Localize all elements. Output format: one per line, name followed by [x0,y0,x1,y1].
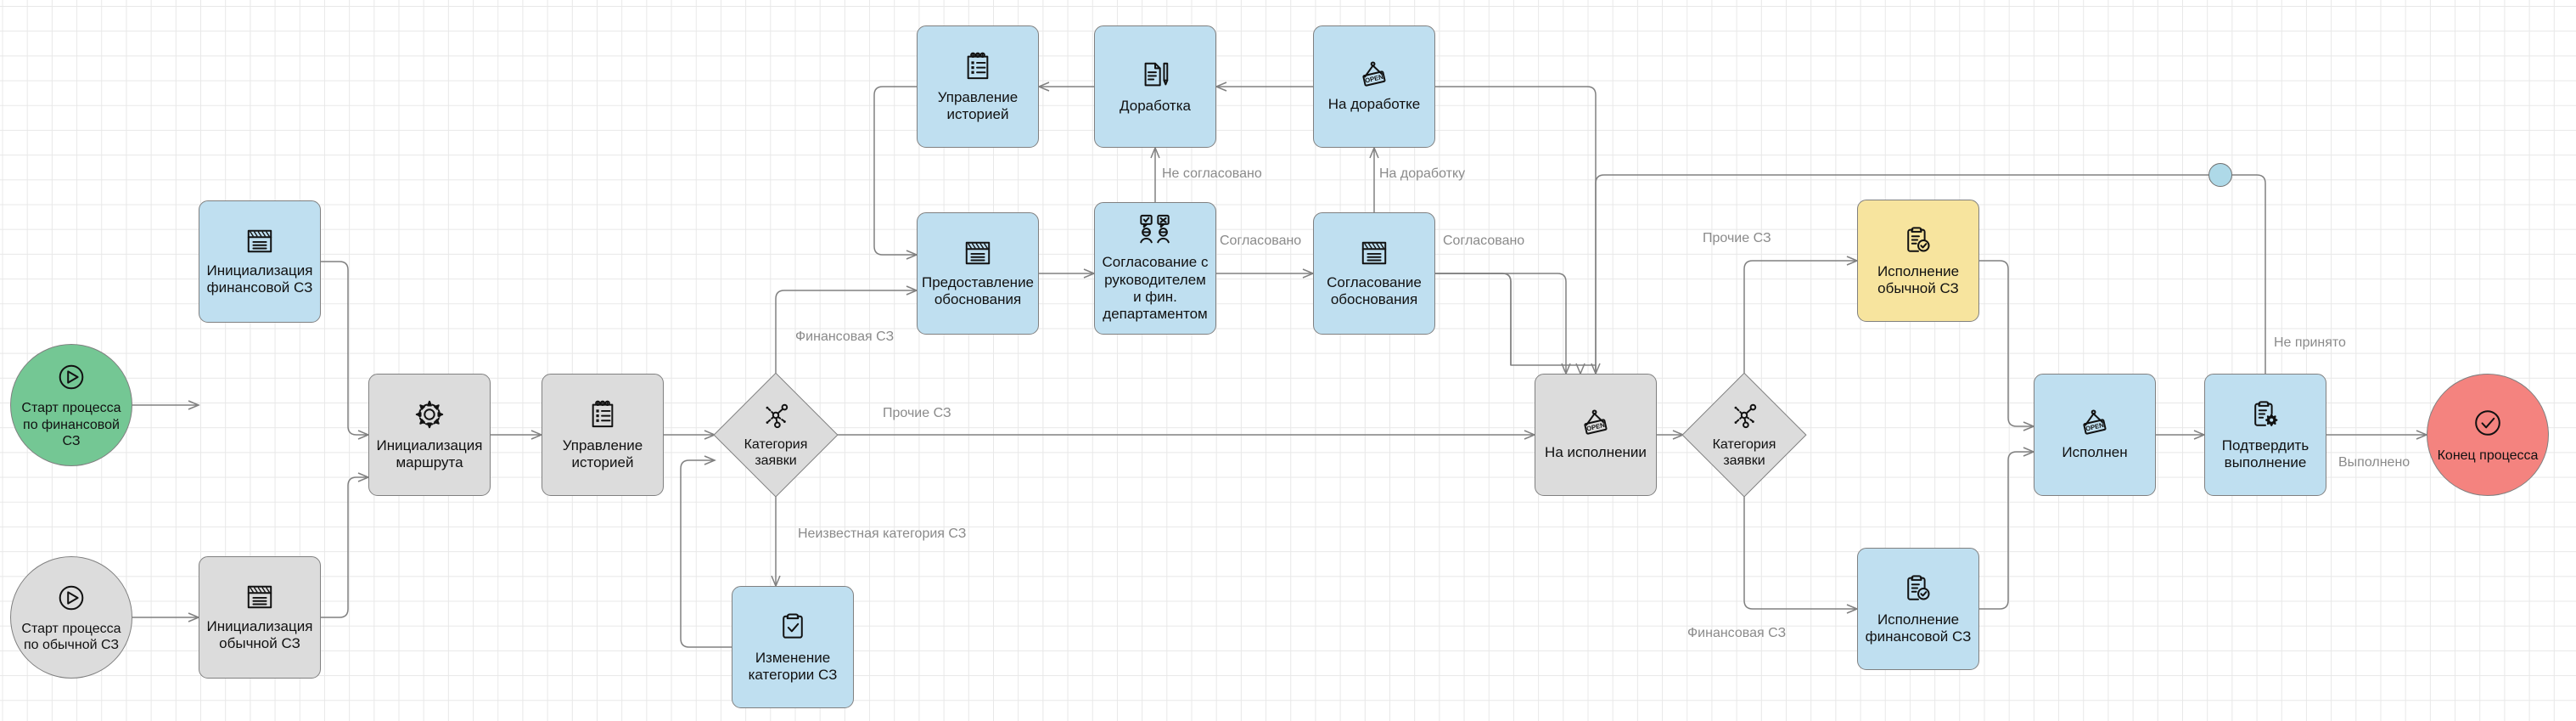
node-content-approve_head: Согласование с руководителем и фин. депа… [1097,213,1214,324]
edge-label-lbl_approved_1: Согласовано [1220,234,1302,248]
node-gw_category_2[interactable]: Категория заявки [1681,372,1807,498]
node-label-init_route: Инициализация маршрута [376,437,483,471]
node-exec_normal[interactable]: Исполнение обычной СЗ [1857,200,1979,322]
node-label-end_process: Конец процесса [2437,448,2539,463]
node-content-init_fin: Инициализация финансовой СЗ [202,227,318,297]
doc-pen-icon [1139,59,1171,95]
node-label-exec_normal: Исполнение обычной СЗ [1877,262,1960,297]
edge-label-lbl_not_accepted: Не принято [2274,335,2346,350]
node-content-provide_just: Предоставление обоснования [917,239,1039,309]
node-content-rework: Доработка [1114,59,1196,115]
clipboard-check-icon [778,611,807,647]
node-init_normal[interactable]: Инициализация обычной СЗ [199,556,321,679]
node-history_mid[interactable]: Управление историей [542,374,664,496]
node-label-start_normal: Старт процесса по обычной СЗ [21,621,121,653]
node-content-confirm_exec: Подтвердить выполнение [2217,398,2314,472]
node-content-end_process: Конец процесса [2434,406,2542,463]
node-label-start_fin: Старт процесса по финансовой СЗ [21,401,121,448]
edge-label-lbl_fin_sz_1: Финансовая СЗ [795,330,895,344]
node-start_fin[interactable]: Старт процесса по финансовой СЗ [10,344,132,466]
node-provide_just[interactable]: Предоставление обоснования [917,212,1039,335]
edge-label-lbl_to_rework: На доработку [1379,166,1466,181]
gear-icon [413,398,446,435]
node-label-rework: Доработка [1120,97,1191,114]
node-content-history_top: Управление историей [933,50,1024,124]
clipboard-gear-icon [2249,398,2281,435]
node-history_top[interactable]: Управление историей [917,25,1039,148]
node-label-gw_category_2: Категория заявки [1712,437,1776,469]
node-label-approve_just: Согласование обоснования [1327,273,1422,308]
edge-label-lbl_done: Выполнено [2338,455,2410,470]
node-init_fin[interactable]: Инициализация финансовой СЗ [199,200,321,323]
open-sign-icon: OPEN [1579,408,1613,442]
node-init_route[interactable]: Инициализация маршрута [368,374,491,496]
node-label-in_execution: На исполнении [1545,443,1647,460]
node-content-approve_just: Согласование обоснования [1322,239,1427,309]
open-sign-icon: OPEN [1357,60,1391,93]
node-content-gw_category_1: Категория заявки [715,374,837,496]
node-label-approve_head: Согласование с руководителем и фин. депа… [1102,254,1209,323]
open-sign-icon: OPEN [2078,408,2112,442]
node-content-start_fin: Старт процесса по финансовой СЗ [18,361,124,449]
node-content-exec_normal: Исполнение обычной СЗ [1872,224,1964,298]
edge-label-lbl_unknown_cat: Неизвестная категория СЗ [798,527,967,541]
node-label-change_category: Изменение категории СЗ [748,649,838,684]
node-label-provide_just: Предоставление обоснования [921,273,1035,308]
window-list-icon [962,239,994,272]
network-icon [760,401,792,434]
play-circle-icon [55,361,87,397]
window-list-icon [244,583,276,616]
node-content-start_normal: Старт процесса по обычной СЗ [18,582,124,654]
connector-dot-dot_not_accepted[interactable] [2208,163,2232,187]
node-label-executed: Исполнен [2062,443,2128,460]
node-end_process[interactable]: Конец процесса [2427,374,2549,496]
node-content-change_category: Изменение категории СЗ [744,611,843,684]
node-label-history_mid: Управление историей [562,437,643,471]
node-approve_just[interactable]: Согласование обоснования [1313,212,1435,335]
edge-label-lbl_other_sz_1: Прочие СЗ [883,406,951,420]
node-label-init_fin: Инициализация финансовой СЗ [206,262,313,296]
node-content-on_rework: OPEN На доработке [1323,60,1425,114]
node-label-exec_fin: Исполнение финансовой СЗ [1865,611,1972,645]
node-label-init_normal: Инициализация обычной СЗ [206,617,313,652]
node-on_rework[interactable]: OPEN На доработке [1313,25,1435,148]
node-content-exec_fin: Исполнение финансовой СЗ [1860,572,1977,646]
notepad-list-icon [588,398,617,435]
notepad-list-icon [963,50,992,87]
node-gw_category_1[interactable]: Категория заявки [713,372,839,498]
edge-label-lbl_not_approved: Не согласовано [1162,166,1262,181]
edge-label-lbl_approved_2: Согласовано [1443,234,1525,248]
edge-label-lbl_other_sz_2: Прочие СЗ [1703,231,1771,245]
check-circle-icon [2471,406,2505,444]
clipboard-doc-check-icon [1902,572,1934,609]
node-label-history_top: Управление историей [937,88,1019,123]
window-list-icon [1358,239,1390,272]
clipboard-doc-check-icon [1902,224,1934,261]
play-circle-icon [55,582,87,618]
node-label-gw_category_1: Категория заявки [744,437,808,469]
node-label-on_rework: На доработке [1327,95,1421,112]
node-approve_head[interactable]: Согласование с руководителем и фин. депа… [1094,202,1216,335]
network-icon [1728,401,1760,434]
node-confirm_exec[interactable]: Подтвердить выполнение [2204,374,2326,496]
node-rework[interactable]: Доработка [1094,25,1216,148]
node-exec_fin[interactable]: Исполнение финансовой СЗ [1857,548,1979,670]
node-change_category[interactable]: Изменение категории СЗ [732,586,854,708]
node-content-gw_category_2: Категория заявки [1683,374,1805,496]
node-content-init_normal: Инициализация обычной СЗ [202,583,318,653]
node-content-init_route: Инициализация маршрута [372,398,488,472]
node-label-confirm_exec: Подтвердить выполнение [2221,437,2309,471]
window-list-icon [244,227,276,260]
node-content-history_mid: Управление историей [558,398,648,472]
node-start_normal[interactable]: Старт процесса по обычной СЗ [10,556,132,679]
two-approvers-icon [1136,213,1174,251]
edge-label-lbl_fin_sz_2: Финансовая СЗ [1687,626,1787,640]
